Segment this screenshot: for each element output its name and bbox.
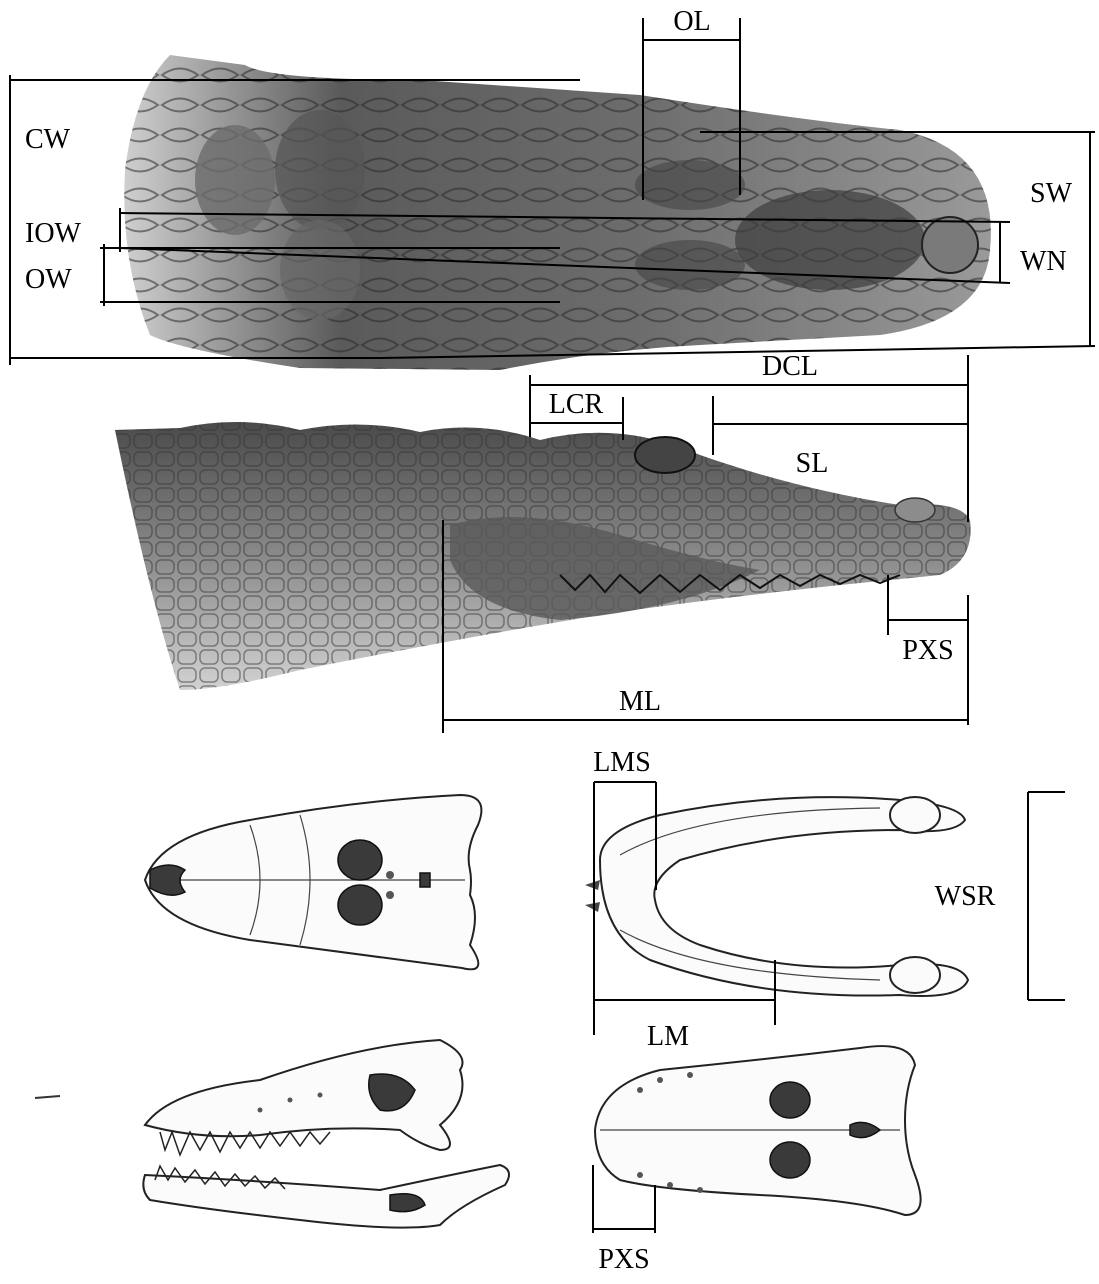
mandible-dorsal-drawing <box>585 797 968 996</box>
mandible-lateral-drawing <box>143 1165 509 1228</box>
label-ml: ML <box>619 686 661 717</box>
label-wsr: WSR <box>935 881 996 912</box>
label-sl: SL <box>796 448 829 479</box>
dorsal-head-photo <box>124 55 991 370</box>
lateral-head-photo <box>115 422 971 690</box>
label-lms: LMS <box>593 747 651 778</box>
label-pxs-top: PXS <box>902 635 953 666</box>
skull-lateral-drawing <box>145 1040 463 1155</box>
label-lm: LM <box>647 1021 689 1052</box>
label-ol: OL <box>673 6 710 37</box>
label-ow: OW <box>25 264 72 295</box>
label-cw: CW <box>25 124 71 155</box>
label-iow: IOW <box>25 218 82 249</box>
label-wn: WN <box>1020 246 1067 277</box>
label-pxs-bottom: PXS <box>598 1244 649 1275</box>
stray-mark <box>35 1096 60 1098</box>
label-sw: SW <box>1030 178 1073 209</box>
skull-dorsal-drawing <box>145 795 481 969</box>
label-lcr: LCR <box>549 389 604 420</box>
label-dcl: DCL <box>762 351 818 382</box>
skull-ventral-drawing <box>595 1046 921 1215</box>
